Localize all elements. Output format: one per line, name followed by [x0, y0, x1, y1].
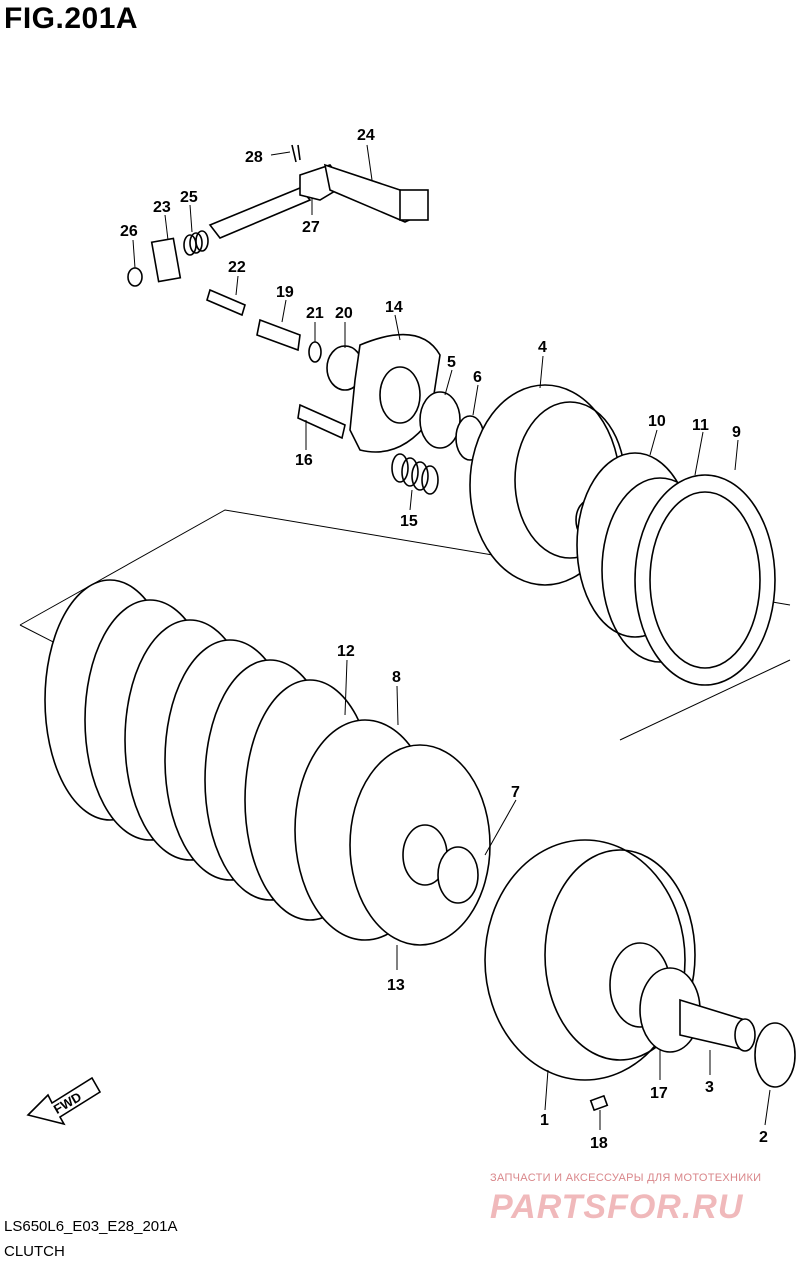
push-rod-22-part: [206, 288, 246, 317]
callout-9: 9: [732, 424, 741, 441]
footer-name: CLUTCH: [4, 1243, 65, 1260]
callout-1: 1: [540, 1112, 549, 1129]
thrust-washer-2-part: [754, 1022, 796, 1088]
footer-code: LS650L6_E03_E28_201A: [4, 1218, 178, 1235]
callout-6: 6: [473, 369, 482, 386]
drive-plate-9-part: [634, 474, 776, 686]
o-ring-21-part: [308, 341, 322, 363]
callout-21: 21: [306, 305, 324, 322]
callout-15: 15: [400, 513, 418, 530]
cotter-pin-part: [291, 144, 301, 163]
callout-7: 7: [511, 784, 520, 801]
outer-housing-1-part: [484, 839, 696, 1081]
callout-25: 25: [180, 189, 198, 206]
spring-25-part: [183, 230, 209, 256]
thrust-washer-7-part: [437, 846, 479, 904]
callout-12: 12: [337, 643, 355, 660]
callout-5: 5: [447, 354, 456, 371]
bolt-16-part: [297, 403, 346, 440]
callout-20: 20: [335, 305, 353, 322]
callout-23: 23: [153, 199, 171, 216]
lever-plate-part: [150, 237, 182, 283]
spring-15-part: [391, 453, 439, 495]
push-piece-19-part: [256, 318, 301, 352]
callout-27: 27: [302, 219, 320, 236]
callout-26: 26: [120, 223, 138, 240]
callout-28: 28: [245, 149, 263, 166]
figure-title: FIG.201A: [4, 2, 139, 35]
callout-24: 24: [357, 127, 375, 144]
watermark-tagline: ЗАПЧАСТИ И АКСЕССУАРЫ ДЛЯ МОТОТЕХНИКИ: [490, 1172, 762, 1184]
nut-5-part: [419, 391, 461, 449]
clutch-hub-13-part: [349, 744, 491, 946]
callout-22: 22: [228, 259, 246, 276]
callout-4: 4: [538, 339, 547, 356]
callout-17: 17: [650, 1085, 668, 1102]
watermark-logo: PARTSFOR.RU: [490, 1188, 744, 1226]
callout-10: 10: [648, 413, 666, 430]
release-shaft-part: [208, 163, 429, 239]
callout-11: 11: [692, 417, 709, 434]
fwd-arrow-icon: FWD: [26, 1076, 102, 1126]
callout-8: 8: [392, 669, 401, 686]
callout-3: 3: [705, 1079, 714, 1096]
washer-26-part: [127, 267, 143, 287]
svg-text:PARTSFOR.RU: PARTSFOR.RU: [490, 1188, 744, 1226]
callout-14: 14: [385, 299, 403, 316]
leader-lines: [132, 144, 771, 1130]
subassembly-boundary-right: [619, 659, 791, 741]
callout-13: 13: [387, 977, 405, 994]
callout-2: 2: [759, 1129, 768, 1146]
callout-19: 19: [276, 284, 294, 301]
pin-18-part: [589, 1094, 609, 1112]
callout-16: 16: [295, 452, 313, 469]
callout-18: 18: [590, 1135, 608, 1152]
